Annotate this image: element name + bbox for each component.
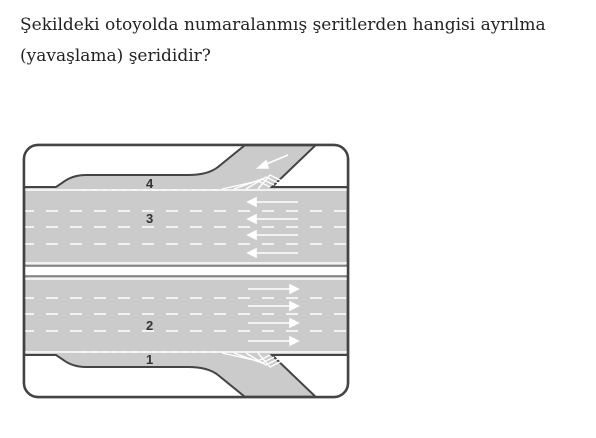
lane-label-4: 4 xyxy=(146,176,154,191)
lower-direction-arrows xyxy=(248,283,300,347)
highway-diagram: 4 3 2 1 xyxy=(22,143,350,399)
lane-label-2: 2 xyxy=(146,318,153,333)
top-gore-chevrons xyxy=(221,174,283,190)
lane-label-3: 3 xyxy=(146,211,153,226)
upper-direction-arrows xyxy=(246,154,298,259)
question-text: Şekildeki otoyolda numaralanmış şeritler… xyxy=(20,15,546,66)
bottom-gore-chevrons xyxy=(221,352,283,368)
median xyxy=(24,265,348,277)
top-roadside xyxy=(24,145,348,188)
bottom-roadside xyxy=(24,354,348,397)
lane-label-1: 1 xyxy=(146,352,153,367)
